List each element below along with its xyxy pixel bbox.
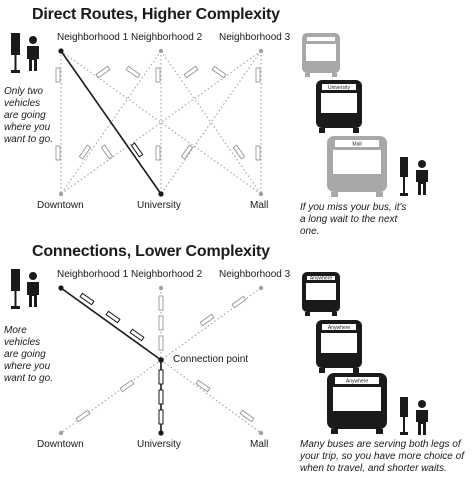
bottom-gray-vehicles bbox=[75, 295, 255, 423]
top-title: Direct Routes, Higher Complexity bbox=[32, 6, 280, 23]
top-nodes bbox=[58, 48, 264, 197]
top-vehicles bbox=[55, 65, 261, 161]
node-neighborhood-1 bbox=[58, 48, 64, 54]
node-downtown bbox=[58, 430, 64, 436]
bottom-title: Connections, Lower Complexity bbox=[32, 243, 270, 260]
bus-icon bbox=[316, 80, 362, 133]
bus-icon bbox=[316, 320, 362, 373]
top-gray-routes bbox=[60, 50, 262, 195]
label-university: University bbox=[137, 439, 181, 450]
label-neighborhood-2: Neighborhood 2 bbox=[131, 32, 203, 43]
label-mall: Mall bbox=[250, 439, 269, 450]
bus-icon bbox=[327, 373, 387, 434]
person-icon bbox=[416, 400, 428, 435]
bottom-dark-routes bbox=[60, 287, 162, 433]
label-neighborhood-3: Neighborhood 3 bbox=[219, 269, 291, 280]
label-neighborhood-1: Neighborhood 1 bbox=[57, 32, 129, 43]
bus-stop-sign-icon bbox=[400, 157, 408, 196]
bus-stop-sign-icon bbox=[11, 269, 20, 309]
node-neighborhood-3 bbox=[258, 285, 264, 291]
node-neighborhood-2 bbox=[158, 48, 164, 54]
bus-icon bbox=[302, 33, 340, 77]
bus-sign-5: Anywhere bbox=[328, 325, 350, 331]
bus-sign-4: Anywhere bbox=[310, 276, 332, 282]
top-left-note: Only two vehicles are going where you wa… bbox=[4, 86, 53, 145]
node-connection-point bbox=[158, 357, 164, 363]
node-university bbox=[158, 430, 164, 436]
label-neighborhood-1: Neighborhood 1 bbox=[57, 269, 129, 280]
bottom-left-note: More vehicles are going where you want t… bbox=[4, 325, 53, 384]
label-neighborhood-3: Neighborhood 3 bbox=[219, 32, 291, 43]
bus-stop-sign-icon bbox=[400, 397, 408, 435]
person-icon bbox=[416, 160, 428, 195]
node-mall bbox=[258, 430, 264, 436]
bottom-right-note: Many buses are serving both legs of your… bbox=[300, 439, 464, 474]
node-neighborhood-2 bbox=[158, 285, 164, 291]
top-right-note: If you miss your bus, it's a long wait t… bbox=[300, 202, 407, 237]
top-direct-route bbox=[60, 50, 162, 195]
bus-sign-6: Anywhere bbox=[346, 379, 368, 385]
node-mall bbox=[258, 191, 264, 197]
node-downtown bbox=[58, 191, 64, 197]
node-neighborhood-1 bbox=[58, 285, 64, 291]
label-connection-point: Connection point bbox=[173, 354, 249, 365]
top-dark-vehicle bbox=[130, 142, 144, 158]
label-neighborhood-2: Neighborhood 2 bbox=[131, 269, 203, 280]
label-university: University bbox=[137, 200, 181, 211]
bottom-dark-vehicles bbox=[79, 292, 164, 425]
bus-sign-2: University bbox=[328, 85, 350, 91]
bottom-nodes bbox=[58, 285, 264, 436]
bus-sign-3: Mall bbox=[352, 142, 361, 148]
label-downtown: Downtown bbox=[37, 200, 84, 211]
bus-icon bbox=[327, 136, 387, 197]
bus-stop-sign-icon bbox=[11, 33, 20, 73]
person-icon bbox=[27, 272, 39, 307]
bus-icon bbox=[302, 272, 340, 316]
node-neighborhood-3 bbox=[258, 48, 264, 54]
person-icon bbox=[27, 36, 39, 71]
node-university bbox=[158, 191, 164, 197]
label-mall: Mall bbox=[250, 200, 269, 211]
label-downtown: Downtown bbox=[37, 439, 84, 450]
